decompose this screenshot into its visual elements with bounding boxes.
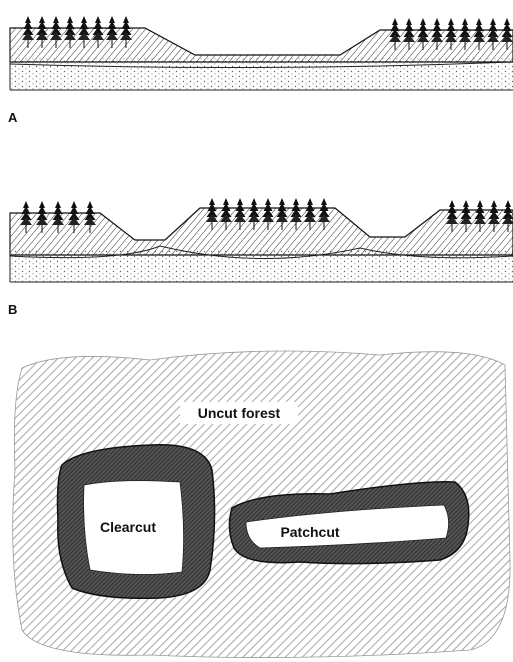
uncut-forest-label: Uncut forest — [198, 405, 281, 421]
patchcut-label: Patchcut — [280, 524, 339, 540]
profile-b — [10, 198, 513, 282]
soil-layer-a — [10, 58, 513, 90]
panel-b-label: B — [8, 302, 17, 317]
panel-a-label: A — [8, 110, 17, 125]
hill-profile-b — [10, 208, 513, 255]
profile-a — [10, 16, 513, 90]
plan-view-map: Uncut forest Clearcut Patchcut — [13, 351, 510, 658]
clearcut-label: Clearcut — [100, 519, 156, 535]
